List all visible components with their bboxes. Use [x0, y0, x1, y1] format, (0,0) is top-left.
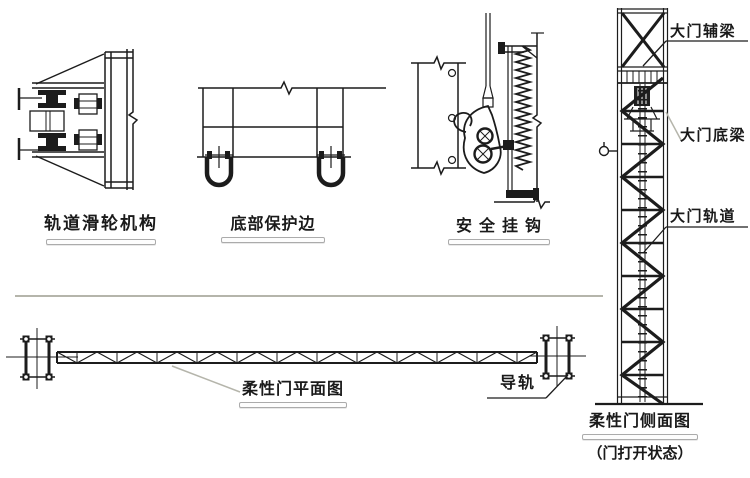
guide-rail-column-section [529, 326, 586, 387]
figure-label-track-pulley: 轨道滑轮机构 [28, 214, 174, 245]
label-underline-bar [46, 238, 156, 245]
break-symbol [531, 33, 543, 202]
bottom-guard-figure [197, 80, 386, 188]
side-view-label-text: 柔性门侧面图 [588, 411, 691, 430]
callout-gate-track: 大门轨道 [670, 207, 737, 225]
hook-outline [462, 104, 502, 174]
pulley [473, 144, 493, 164]
label-underline-bar [239, 402, 347, 409]
u-hook [316, 157, 346, 188]
callout-leaders [642, 40, 748, 253]
figure-label-bottom-guard: 底部保护边 [201, 214, 345, 244]
safety-hook-figure [411, 13, 550, 210]
horizontal-struts [621, 109, 664, 377]
hook-tip [453, 112, 473, 133]
u-hook [204, 157, 234, 188]
bottom-guard-label-text: 底部保护边 [230, 214, 316, 233]
label-leader [171, 365, 241, 393]
safety-hook-label-text: 安全挂钩 [455, 216, 548, 235]
figure-label-plan-view: 柔性门平面图 [223, 379, 363, 409]
side-view-tower-figure [595, 8, 748, 406]
label-underline-bar [582, 434, 698, 441]
aux-beam-x-brace [620, 12, 666, 68]
pin-fitting [598, 142, 617, 157]
figure-label-side-view: 柔性门侧面图 （门打开状态） [572, 411, 708, 463]
break-symbol [494, 194, 550, 210]
figure-label-safety-hook: 安全挂钩 [426, 216, 571, 246]
spring-coil [512, 45, 534, 171]
plan-view-label-text: 柔性门平面图 [241, 379, 344, 398]
track-pulley-figure [17, 49, 139, 190]
plan-view-figure [6, 326, 586, 399]
break-symbol [411, 160, 466, 176]
gate-truss [56, 351, 538, 364]
pulley [476, 127, 494, 145]
label-underline-bar [447, 239, 550, 246]
roller-wheels [38, 90, 66, 151]
guide-rail-label-text: 导轨 [499, 373, 536, 392]
bolt-fittings [74, 93, 102, 151]
callout-aux-beam: 大门辅梁 [670, 22, 737, 40]
break-symbol [411, 55, 466, 71]
label-underline-bar [221, 237, 325, 244]
break-symbol [198, 80, 386, 96]
callout-bottom-beam: 大门底梁 [680, 126, 747, 144]
guide-rail-leader [487, 374, 569, 399]
track-pulley-label-text: 轨道滑轮机构 [44, 214, 158, 234]
figure-label-guide-rail: 导轨 [490, 373, 546, 392]
zigzag-bracing [619, 76, 666, 406]
break-symbol [127, 49, 139, 190]
left-column-section [6, 328, 78, 389]
side-view-state-note: （门打开状态） [587, 444, 693, 463]
